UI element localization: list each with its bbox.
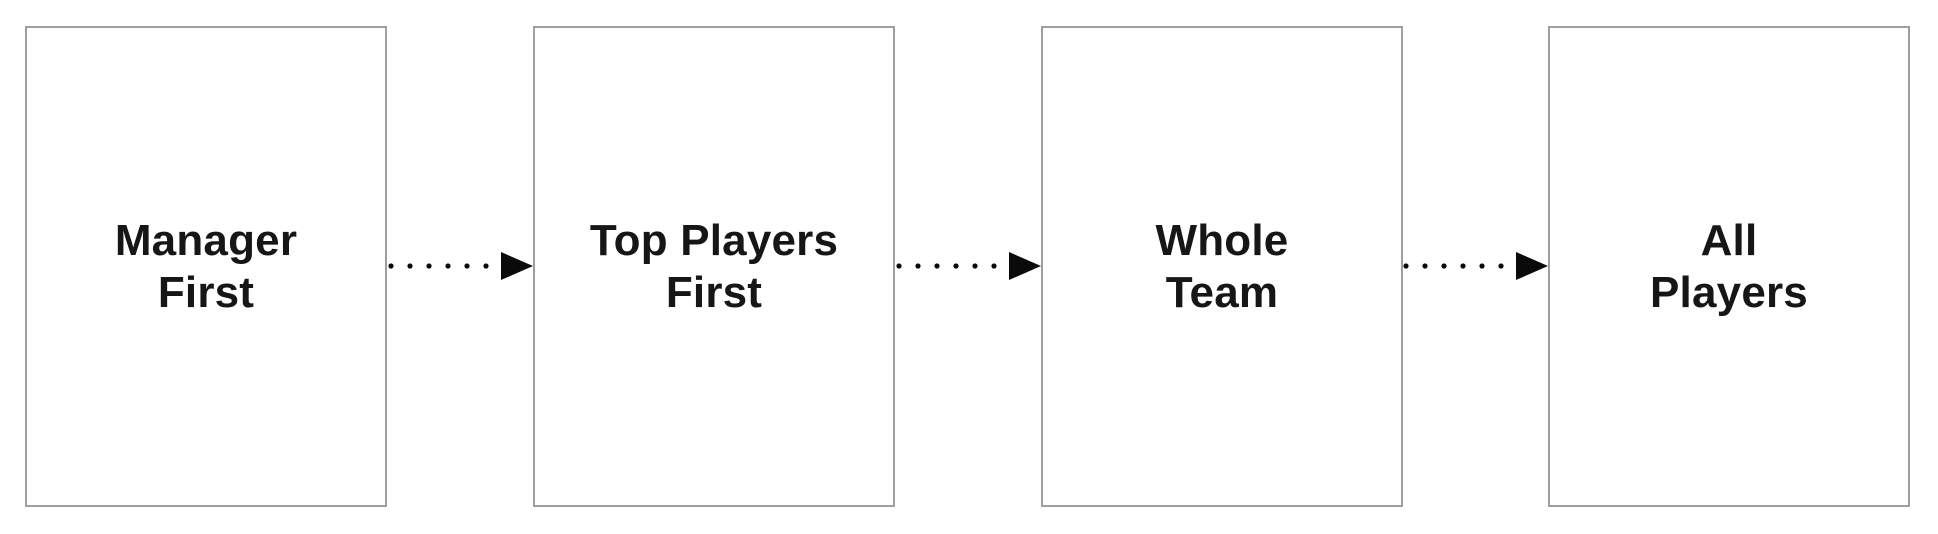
dotted-arrow-icon xyxy=(1402,240,1548,292)
box-label: Manager First xyxy=(115,215,297,319)
box-label-line1: All xyxy=(1700,215,1758,265)
box-label-line2: First xyxy=(157,267,255,317)
box-label-line1: Whole xyxy=(1155,215,1289,265)
box-label-line2: Team xyxy=(1165,267,1279,317)
dotted-arrow-icon xyxy=(895,240,1041,292)
flow-box-all-players: All Players xyxy=(1548,26,1910,507)
box-label: All Players xyxy=(1650,215,1808,319)
flow-box-manager-first: Manager First xyxy=(25,26,387,507)
box-label: Whole Team xyxy=(1156,215,1289,319)
box-label-line1: Top Players xyxy=(589,215,839,265)
box-label-line1: Manager xyxy=(114,215,298,265)
box-label-line2: Players xyxy=(1650,267,1808,317)
flow-box-whole-team: Whole Team xyxy=(1041,26,1403,507)
flow-box-top-players-first: Top Players First xyxy=(533,26,895,507)
dotted-arrow-icon xyxy=(387,240,533,292)
box-label-line2: First xyxy=(665,267,763,317)
box-label: Top Players First xyxy=(590,215,838,319)
